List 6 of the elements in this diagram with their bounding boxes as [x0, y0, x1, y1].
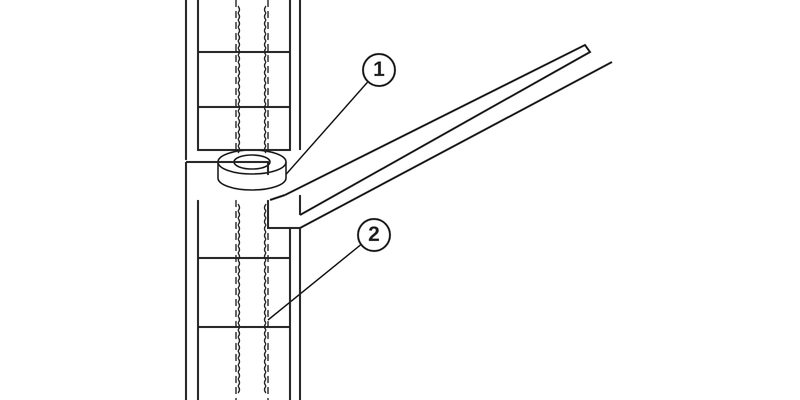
- leader-line: [285, 82, 368, 175]
- callout-number: 1: [362, 53, 396, 87]
- threaded-rod: [235, 199, 269, 400]
- connector-ring: [217, 149, 287, 191]
- callout-number: 2: [357, 218, 391, 252]
- leader-line: [268, 244, 362, 321]
